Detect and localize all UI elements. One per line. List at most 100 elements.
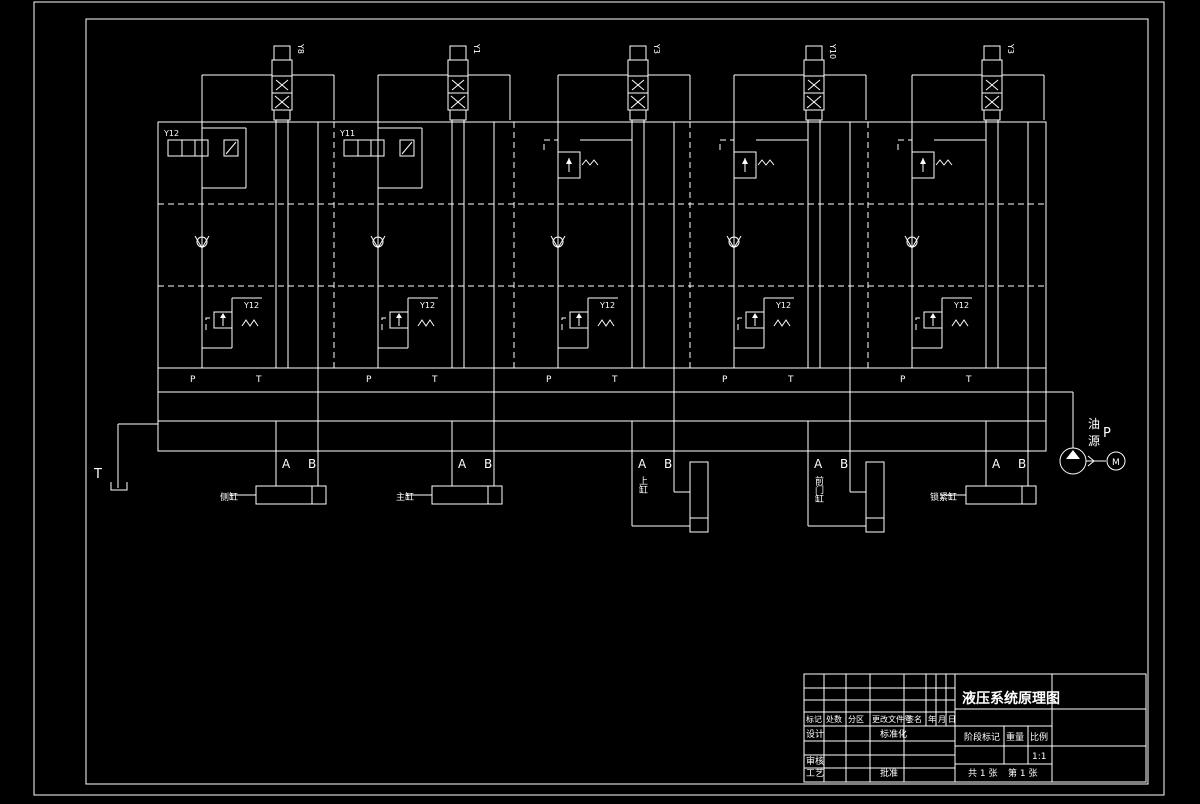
directional-valve <box>627 45 649 121</box>
port-p: P <box>722 375 728 385</box>
rev-header: 月 <box>938 715 946 724</box>
port-p: P <box>546 375 552 385</box>
label-review: 审核 <box>806 755 824 767</box>
actuator-label: 上缸 <box>637 476 648 494</box>
label-scale: 比例 <box>1030 731 1048 743</box>
valve-tag: Y10 <box>828 43 837 59</box>
rev-header: 处数 <box>826 714 842 724</box>
port-t: T <box>965 375 972 385</box>
solenoid-tag: Y12 <box>163 129 179 138</box>
port-t: T <box>611 375 618 385</box>
solenoid-tag: Y11 <box>339 129 355 138</box>
rev-header: 分区 <box>848 715 864 724</box>
actuator-label: 侧缸 <box>220 491 238 503</box>
port-p: P <box>190 375 196 385</box>
directional-valve <box>271 45 293 121</box>
directional-valve <box>981 45 1003 121</box>
hydraulic-cylinder <box>940 451 1037 505</box>
label-process: 工艺 <box>806 768 824 779</box>
actuator-label: 前门缸 <box>813 475 824 503</box>
drawing-title: 液压系统原理图 <box>962 690 1060 707</box>
valve-tag: Y3 <box>1006 43 1015 54</box>
check-valve <box>370 235 386 249</box>
rev-header: 日 <box>948 715 956 724</box>
pilot-check-valve <box>719 139 809 204</box>
hydraulic-cylinder <box>406 451 503 505</box>
hydraulic-cylinder <box>631 451 709 533</box>
sheet-border-outer <box>33 1 1165 796</box>
directional-valve <box>447 45 469 121</box>
pressure-relief-valve <box>734 297 794 349</box>
valve-tag: Y3 <box>652 43 661 54</box>
port-b: B <box>484 457 492 471</box>
pressure-relief-valve <box>912 297 972 349</box>
solenoid-relief-valve <box>167 127 247 189</box>
title-block <box>803 673 1147 783</box>
pilot-check-valve <box>897 139 987 204</box>
actuator-label: 锁紧缸 <box>930 491 957 503</box>
sheet-number: 第 1 张 <box>1008 767 1037 779</box>
port-t: T <box>787 375 794 385</box>
label-standardize: 标准化 <box>880 728 907 740</box>
check-valve <box>904 235 920 249</box>
solenoid-relief-valve <box>343 127 423 189</box>
port-t: T <box>255 375 262 385</box>
relief-tag: Y12 <box>419 301 435 310</box>
check-valve <box>194 235 210 249</box>
port-b: B <box>664 457 672 471</box>
check-valve <box>726 235 742 249</box>
pump-label-source: 源 <box>1088 434 1100 448</box>
port-a: A <box>458 457 467 471</box>
relief-tag: Y12 <box>243 301 259 310</box>
sheet-border-inner <box>85 18 1149 785</box>
pilot-check-valve <box>543 139 633 204</box>
relief-tag: Y12 <box>775 301 791 310</box>
rev-header: 标记 <box>806 714 822 724</box>
value-scale: 1:1 <box>1032 752 1046 762</box>
actuator-label: 主缸 <box>396 491 414 503</box>
pressure-relief-valve <box>378 297 438 349</box>
pressure-relief-valve <box>558 297 618 349</box>
pressure-relief-valve <box>202 297 262 349</box>
port-t: T <box>431 375 438 385</box>
motor-label: M <box>1112 458 1120 468</box>
pump-label-oil: 油 <box>1088 417 1100 431</box>
port-a: A <box>638 457 647 471</box>
port-b: B <box>1018 457 1026 471</box>
hydraulic-cylinder <box>230 451 327 505</box>
relief-tag: Y12 <box>599 301 615 310</box>
port-a: A <box>992 457 1001 471</box>
directional-valve <box>803 45 825 121</box>
port-p: P <box>900 375 906 385</box>
tank-label: T <box>93 467 102 482</box>
port-p: P <box>366 375 372 385</box>
rev-header: 签名 <box>906 714 922 724</box>
port-b: B <box>840 457 848 471</box>
port-b: B <box>308 457 316 471</box>
relief-tag: Y12 <box>953 301 969 310</box>
port-a: A <box>282 457 291 471</box>
rev-header: 更改文件号 <box>872 714 912 724</box>
rev-header: 年 <box>928 714 936 724</box>
tank-symbol <box>110 423 158 491</box>
pump-symbol <box>1046 391 1106 475</box>
label-approve: 批准 <box>880 767 898 779</box>
pump-label-p: P <box>1103 426 1111 441</box>
valve-tag: Y1 <box>472 43 481 54</box>
label-design: 设计 <box>806 728 824 740</box>
label-weight: 重量 <box>1006 731 1024 743</box>
valve-tag: Y8 <box>296 43 305 54</box>
motor-symbol <box>1106 451 1126 471</box>
check-valve <box>550 235 566 249</box>
label-stage-mark: 阶段标记 <box>964 731 1000 743</box>
hydraulic-cylinder <box>807 451 885 533</box>
sheet-total: 共 1 张 <box>968 768 997 779</box>
port-a: A <box>814 457 823 471</box>
